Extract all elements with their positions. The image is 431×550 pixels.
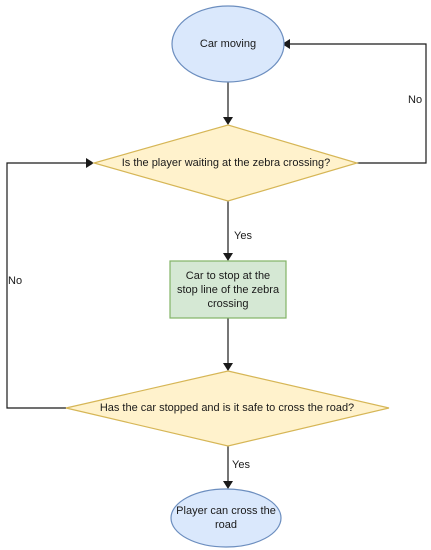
node-car-stop-shape [169,260,287,319]
node-player-cross-shape [170,488,282,548]
edge-waiting-yes: Yes [223,201,252,261]
node-car-stop: Car to stop at the stop line of the zebr… [169,260,287,319]
edge-waiting-no: No [282,39,427,164]
node-player-waiting-label: Is the player waiting at the zebra cross… [122,157,331,169]
node-safe-to-cross-label: Has the car stopped and is it safe to cr… [100,402,354,414]
node-player-cross-label-line-2: road [215,519,237,531]
node-car-moving-label: Car moving [200,38,256,50]
node-player-cross: Player can cross the road [170,488,282,548]
nodes: Car moving Is the player waiting at the … [65,5,390,548]
edge-label-waiting-yes: Yes [234,230,252,242]
node-player-waiting-shape [91,124,360,202]
node-car-moving-shape [171,5,285,83]
edge-label-safe-no: No [8,275,22,287]
edge-safe-no: No [6,158,94,409]
edge-label-waiting-no: No [408,94,422,106]
edges: No Yes No Yes [6,39,427,489]
node-player-waiting: Is the player waiting at the zebra cross… [91,124,360,202]
node-car-moving: Car moving [171,5,285,83]
node-car-stop-label-line-1: Car to stop at the [186,270,270,282]
node-car-stop-label-line-2: stop line of the zebra [177,284,280,296]
edge-label-safe-yes: Yes [232,459,250,471]
edge-car-moving-to-waiting [223,82,233,125]
node-safe-to-cross-shape [65,370,390,447]
node-player-cross-label-line-1: Player can cross the [176,505,276,517]
node-car-stop-label-line-3: crossing [208,298,249,310]
edge-stop-to-safe [223,318,233,371]
edge-safe-yes: Yes [223,446,250,489]
node-safe-to-cross: Has the car stopped and is it safe to cr… [65,370,390,447]
